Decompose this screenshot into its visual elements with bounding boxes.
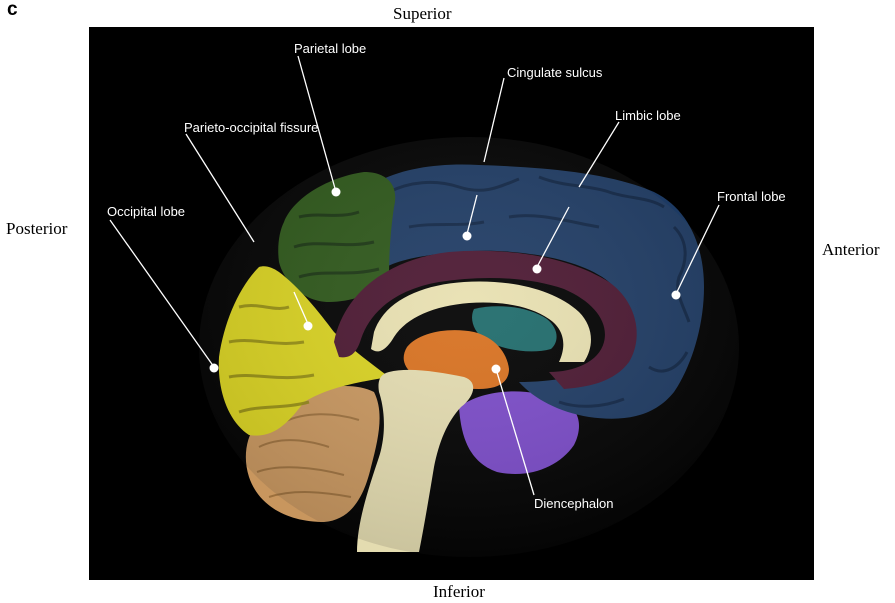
leader-line-parieto-occipital-upper bbox=[186, 134, 254, 242]
label-parietal-lobe: Parietal lobe bbox=[294, 41, 366, 56]
brain-illustration: Parietal lobe Cingulate sulcus Limbic lo… bbox=[89, 27, 814, 580]
marker-dot-parieto-occipital bbox=[304, 322, 313, 331]
direction-anterior: Anterior bbox=[822, 240, 880, 260]
panel-letter: c bbox=[7, 0, 18, 21]
direction-superior: Superior bbox=[393, 4, 452, 24]
shading-overlay bbox=[199, 137, 739, 557]
label-limbic-lobe: Limbic lobe bbox=[615, 108, 681, 123]
marker-dot-parietal bbox=[332, 188, 341, 197]
marker-dot-occipital bbox=[210, 364, 219, 373]
leader-line-occipital bbox=[110, 220, 214, 367]
label-occipital-lobe: Occipital lobe bbox=[107, 204, 185, 219]
label-parieto-occipital-fissure: Parieto-occipital fissure bbox=[184, 120, 318, 135]
brain-figure-panel: Parietal lobe Cingulate sulcus Limbic lo… bbox=[89, 27, 814, 580]
direction-posterior: Posterior bbox=[6, 219, 67, 239]
marker-dot-frontal bbox=[672, 291, 681, 300]
label-cingulate-sulcus: Cingulate sulcus bbox=[507, 65, 603, 80]
marker-dot-diencephalon bbox=[492, 365, 501, 374]
direction-inferior: Inferior bbox=[433, 582, 485, 602]
label-frontal-lobe: Frontal lobe bbox=[717, 189, 786, 204]
marker-dot-cingulate bbox=[463, 232, 472, 241]
marker-dot-limbic bbox=[533, 265, 542, 274]
label-diencephalon: Diencephalon bbox=[534, 496, 614, 511]
